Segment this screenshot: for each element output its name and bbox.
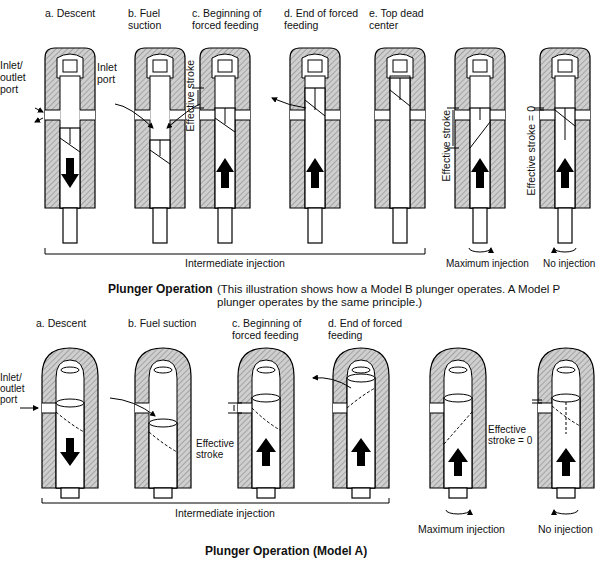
step-label: b. Fuel suction: [128, 318, 208, 330]
step-label: c. Beginning of forced feeding: [232, 318, 324, 342]
port-label: Inlet/ outlet port: [0, 60, 44, 95]
figure-caption: Plunger Operation: [108, 283, 218, 296]
plunger-a-end-feeding: [313, 348, 389, 498]
plunger-a-max-injection: [430, 348, 486, 514]
step-label: e. Top dead center: [369, 8, 433, 32]
dimension-label: Effective stroke = 0: [488, 424, 538, 446]
figure-caption: Plunger Operation (Model A): [205, 545, 425, 558]
figure-caption: (This illustration shows how a Model B p…: [217, 283, 562, 309]
plunger-a-no-injection: [532, 348, 594, 514]
dimension-label: Effective stroke: [185, 60, 197, 132]
intermediate-bracket: [42, 498, 389, 503]
plunger-begin-feeding: [192, 48, 250, 243]
intermediate-bracket: [45, 248, 425, 254]
plunger-a-begin-feeding: [228, 348, 294, 498]
case-label: Maximum injection: [418, 524, 518, 536]
case-label: Maximum injection: [446, 258, 540, 269]
case-label: No injection: [543, 258, 597, 269]
dimension-label: Effective stroke: [441, 110, 453, 182]
step-label: b. Fuel suction: [128, 8, 186, 32]
step-label: a. Descent: [45, 8, 115, 20]
plunger-descent: [35, 48, 95, 243]
group-label: Intermediate injection: [175, 508, 315, 520]
plunger-max-injection: [447, 48, 505, 252]
plunger-no-injection: [534, 48, 590, 252]
port-label: Inlet/ outlet port: [0, 372, 40, 406]
step-label: c. Beginning of forced feeding: [192, 8, 274, 32]
step-label: d. End of forced feeding: [284, 8, 362, 32]
plunger-top-dead-center: [375, 48, 425, 243]
port-label: Inlet port: [97, 62, 135, 86]
step-label: a. Descent: [36, 318, 106, 330]
case-label: No injection: [538, 524, 596, 536]
group-label: Intermediate injection: [185, 258, 325, 270]
dimension-label: Effective stroke = 0: [526, 106, 538, 195]
dimension-label: Effective stroke: [196, 438, 240, 460]
plunger-a-descent: [20, 348, 98, 498]
step-label: d. End of forced feeding: [328, 318, 412, 342]
plunger-end-feeding: [272, 48, 340, 243]
plunger-a-fuel-suction: [110, 348, 191, 498]
plunger-fuel-suction: [115, 48, 200, 243]
